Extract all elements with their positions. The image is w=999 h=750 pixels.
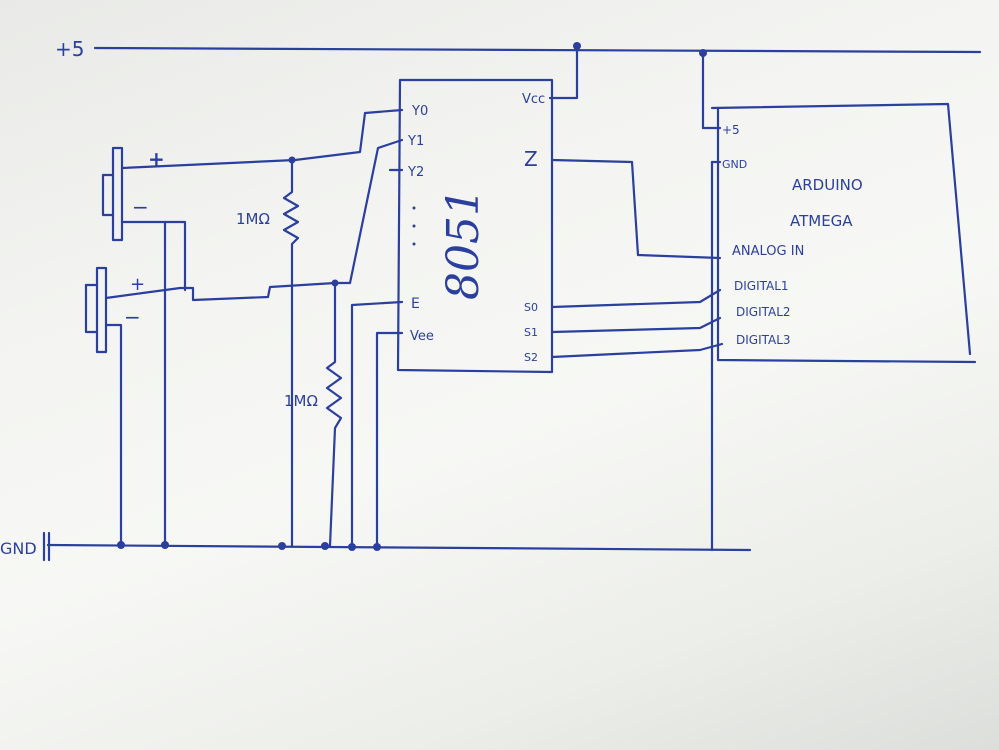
vcc-label: +5	[55, 37, 84, 61]
sensor-2	[84, 220, 337, 547]
vcc-junction-dot	[573, 42, 581, 50]
sensor-1	[101, 108, 404, 292]
arduino-pin-digital3: DIGITAL3	[736, 333, 791, 347]
ic-input-wires	[333, 138, 404, 549]
ic-pin-y1: Y1	[407, 134, 424, 149]
arduino-pin-digital2: DIGITAL2	[736, 305, 791, 319]
arduino-pin-5v: +5	[722, 123, 740, 137]
arduino-pin-digital1: DIGITAL1	[734, 279, 789, 293]
ic-pin-y2: Y2	[407, 165, 424, 180]
vcc-junction-dot	[699, 49, 707, 57]
ic-pin-y0: Y0	[411, 104, 428, 119]
ic-8051	[396, 78, 554, 374]
gnd-rail	[42, 531, 752, 562]
arduino-pin-gnd: GND	[722, 158, 747, 171]
ic-pin-s0: S0	[524, 301, 538, 314]
ic-pin-e: E	[411, 296, 420, 312]
ic-output-wires	[550, 158, 724, 552]
arduino-title-line2: ATMEGA	[790, 212, 853, 230]
gnd-label: GND	[0, 539, 37, 558]
resistor-r2-label: 1MΩ	[284, 392, 318, 410]
resistor-r1	[282, 156, 300, 548]
sensor1-minus-label: −	[132, 195, 149, 219]
ic-pin-ellipsis	[412, 206, 416, 246]
sensor1-plus-label: +	[148, 147, 165, 171]
resistor-r1-label: 1MΩ	[236, 210, 270, 228]
sensor2-plus-label: +	[130, 274, 145, 295]
arduino-title-line1: ARDUINO	[792, 176, 863, 194]
sensor2-minus-label: −	[124, 305, 141, 329]
vcc-rail	[93, 42, 982, 130]
ic-part-label: 8051	[438, 188, 489, 300]
ic-pin-vcc: Vcc	[522, 92, 545, 107]
ic-pin-vee: Vee	[410, 329, 434, 344]
arduino-board	[710, 102, 977, 364]
resistor-r2	[325, 279, 343, 548]
ic-pin-z: Z	[524, 147, 538, 171]
arduino-pin-analog: ANALOG IN	[732, 244, 804, 259]
ic-pin-s2: S2	[524, 351, 538, 364]
ic-pin-s1: S1	[524, 326, 538, 339]
